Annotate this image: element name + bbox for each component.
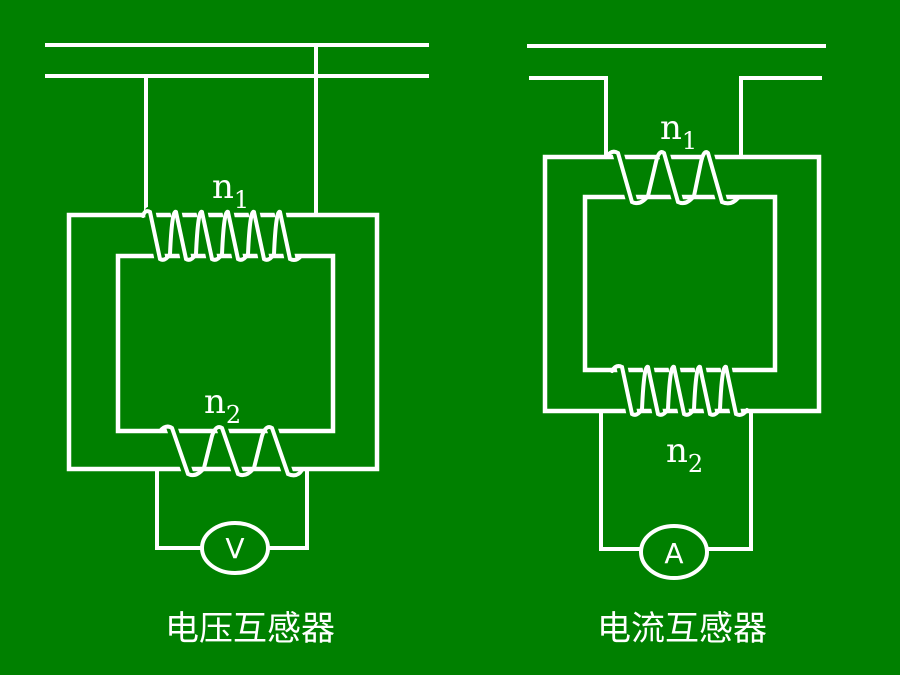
vt-secondary-label: n2 [204,382,241,429]
vt-secondary-winding [158,422,304,480]
ct-primary-label: n1 [660,108,697,155]
vt-primary-index: 1 [234,186,249,214]
current-transformer: n1 n2 A 电流互感器 [527,44,826,649]
ct-caption: 电流互感器 [597,609,767,649]
ammeter [639,524,709,580]
ct-bus-line-broken-left [529,76,608,159]
vt-secondary-index: 2 [226,401,241,429]
ct-secondary-label: n2 [666,431,703,478]
ct-secondary-winding [610,361,749,420]
vt-primary-label: n1 [212,167,249,214]
ct-primary-index: 1 [682,127,697,155]
ct-primary-letter: n [660,108,682,148]
voltmeter-symbol: V [225,532,244,565]
voltmeter [200,521,270,575]
ct-secondary-letter: n [666,431,688,471]
ct-secondary-loop-right [704,412,753,551]
vt-primary-letter: n [212,167,234,207]
ct-core-inner [582,194,778,373]
vt-core-outer [66,212,380,472]
ammeter-symbol: A [664,537,683,570]
ct-secondary-loop [599,409,644,551]
vt-secondary-loop-right [264,470,309,550]
vt-primary-winding [141,206,303,265]
ct-secondary-index: 2 [688,450,703,478]
voltage-transformer: n1 n2 V 电压互感器 [45,43,429,649]
vt-caption: 电压互感器 [165,609,335,649]
ct-bus-line-broken-right [739,76,822,159]
ct-primary-winding [604,147,740,208]
vt-secondary-letter: n [204,382,226,422]
vt-secondary-loop [155,470,205,550]
